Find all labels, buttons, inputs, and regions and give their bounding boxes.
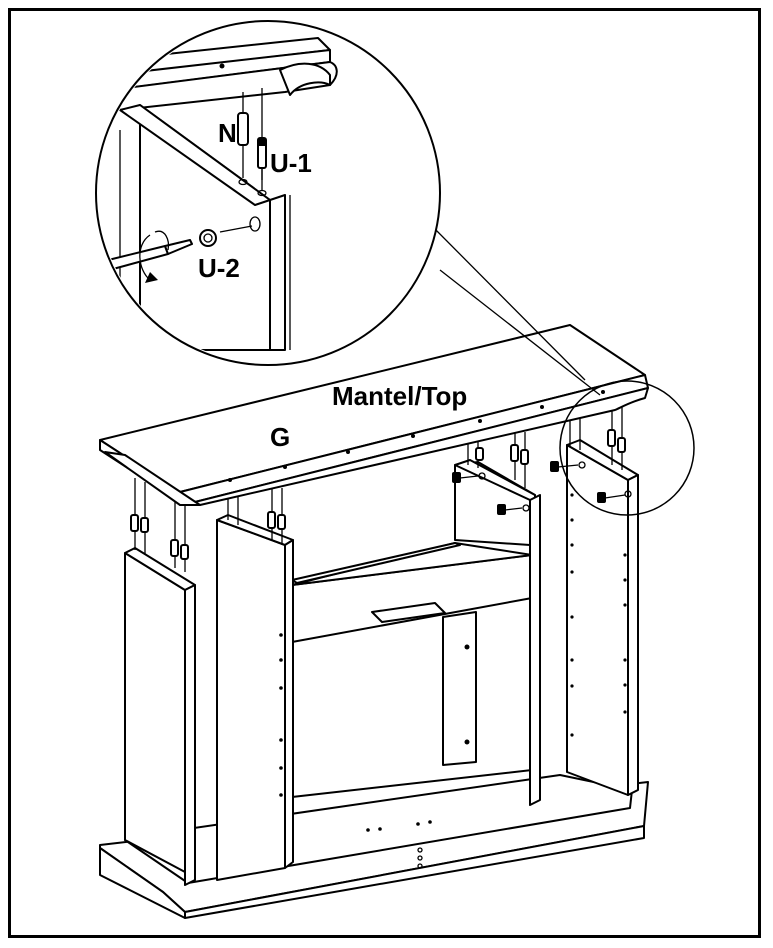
left-inner-panel	[216, 514, 294, 881]
right-outer-holes	[570, 493, 627, 737]
label-n: N	[218, 118, 237, 148]
cam-bolts	[452, 461, 632, 515]
left-inner-holes	[279, 633, 283, 797]
zoom-detail	[95, 20, 441, 366]
inner-shelf-assembly	[291, 542, 533, 798]
label-u2: U-2	[198, 253, 240, 283]
label-g: G	[270, 422, 290, 452]
center-divider-panel	[442, 611, 477, 766]
base-holes	[366, 820, 432, 869]
left-outer-panel	[124, 547, 196, 886]
mantel-top-panel	[99, 324, 649, 506]
label-mantel-top: Mantel/Top	[332, 381, 467, 411]
small-detail-circle	[559, 380, 695, 516]
dowel-pins	[130, 429, 626, 560]
label-u1: U-1	[270, 148, 312, 178]
right-outer-panel	[566, 439, 639, 796]
callout-leader-lines	[425, 219, 601, 396]
mantel-front-holes	[228, 390, 605, 482]
right-inner-panel	[454, 459, 541, 806]
